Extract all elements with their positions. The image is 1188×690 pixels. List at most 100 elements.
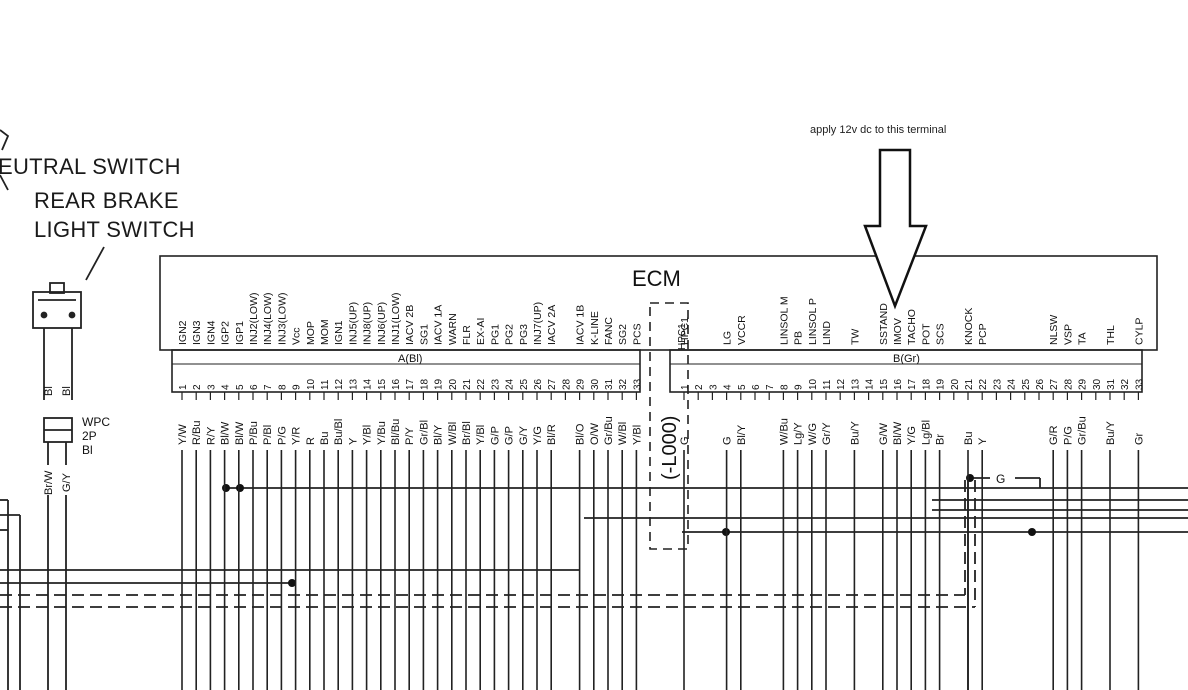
b-pin-20: 20 <box>950 378 961 390</box>
a-pin-2: 2 <box>192 384 203 390</box>
rear-brake-label-line2: LIGHT SWITCH <box>34 217 195 242</box>
b-signal-22: PCP <box>977 323 989 345</box>
a-wire-25: G/Y <box>518 425 530 445</box>
a-signal-4: IGP2 <box>220 321 232 345</box>
b-pin-12: 12 <box>836 378 847 390</box>
a-signal-30: K-LINE <box>589 311 601 345</box>
b-pin-2: 2 <box>694 384 705 390</box>
a-pin-26: 26 <box>533 378 544 390</box>
a-signal-1: IGN2 <box>177 320 189 345</box>
connector-a-pins: IGN21Y/WIGN32R/BuIGN43R/YIGP24Bl/WIGP15B… <box>177 293 643 690</box>
switch-wire-bottom-left: Br/W <box>43 470 55 495</box>
rear-brake-switch-symbol <box>32 246 105 690</box>
wpc-label-line2: 2P <box>82 429 97 443</box>
a-pin-31: 31 <box>604 378 615 390</box>
b-wire-33: Gr <box>1133 432 1145 445</box>
b-signal-11: LIND <box>821 321 833 345</box>
a-signal-7: INJ4(LOW) <box>262 293 274 346</box>
a-wire-17: P/Y <box>404 427 416 445</box>
b-wire-13: Bu/Y <box>849 420 861 445</box>
a-wire-11: Bu <box>319 432 331 445</box>
a-signal-17: IACV 2B <box>404 305 416 345</box>
b-signal-28: VSP <box>1062 324 1074 345</box>
a-pin-24: 24 <box>505 378 516 390</box>
a-pin-33: 33 <box>632 378 643 390</box>
switch-wire-top-right: Bl <box>61 386 73 396</box>
b-pin-33: 33 <box>1134 378 1145 390</box>
b-pin-23: 23 <box>992 378 1003 390</box>
connector-b-label: B(Gr) <box>893 353 920 365</box>
b-pin-11: 11 <box>822 379 833 390</box>
b-pin-4: 4 <box>723 384 734 390</box>
b-pin-24: 24 <box>1007 378 1018 390</box>
b-pin-29: 29 <box>1078 378 1089 390</box>
b-signal-1: HPC1 <box>679 317 691 345</box>
a-pin-4: 4 <box>221 384 232 390</box>
a-signal-5: IGP1 <box>234 321 246 345</box>
b-signal-17: TACHO <box>906 309 918 345</box>
a-wire-6: P/Bu <box>248 421 260 445</box>
rear-brake-label-line1: REAR BRAKE <box>34 188 179 213</box>
a-signal-3: IGN4 <box>205 320 217 345</box>
a-pin-5: 5 <box>235 384 246 390</box>
a-wire-15: Y/Bu <box>376 421 388 445</box>
a-pin-19: 19 <box>434 378 445 390</box>
b-pin-25: 25 <box>1021 378 1032 390</box>
down-arrow-icon <box>863 148 928 310</box>
b-signal-9: PB <box>793 331 805 345</box>
b-wire-29: Gr/Bu <box>1077 416 1089 445</box>
a-pin-30: 30 <box>590 378 601 390</box>
shield-runs <box>0 480 976 608</box>
a-signal-20: WARN <box>447 313 459 345</box>
b-pin-15: 15 <box>879 378 890 390</box>
annotation-text: apply 12v dc to this terminal <box>810 124 947 136</box>
a-wire-29: Bl/O <box>575 423 587 445</box>
b-pin-7: 7 <box>765 384 776 390</box>
b-wire-18: Lg/Bl <box>920 420 932 445</box>
b-wire-8: W/Bu <box>778 418 790 445</box>
a-wire-33: Y/Bl <box>631 425 643 445</box>
wpc-label-line1: WPC <box>82 415 110 429</box>
a-pin-20: 20 <box>448 378 459 390</box>
b-wire-10: W/G <box>807 423 819 445</box>
a-wire-23: G/P <box>489 426 501 445</box>
a-signal-6: INJ2(LOW) <box>248 293 260 346</box>
a-pin-32: 32 <box>618 378 629 390</box>
b-wire-31: Bu/Y <box>1105 420 1117 445</box>
l000-dashed-box <box>649 302 689 550</box>
a-wire-4: Bl/W <box>220 421 232 445</box>
b-pin-28: 28 <box>1063 378 1074 390</box>
a-signal-29: IACV 1B <box>575 305 587 345</box>
a-pin-3: 3 <box>206 384 217 390</box>
a-wire-13: Y <box>347 437 359 445</box>
b-wire-16: Bl/W <box>892 421 904 445</box>
a-signal-14: INJ8(UP) <box>362 302 374 345</box>
a-wire-26: Y/G <box>532 426 544 445</box>
a-signal-24: PG2 <box>504 324 516 345</box>
a-wire-30: O/W <box>589 422 601 445</box>
b-pin-18: 18 <box>921 378 932 390</box>
b-pin-30: 30 <box>1092 378 1103 390</box>
b-signal-4: LG <box>722 331 734 345</box>
b-wire-22: Y <box>977 437 989 445</box>
a-pin-17: 17 <box>405 378 416 390</box>
b-pin-32: 32 <box>1120 378 1131 390</box>
a-wire-19: Bl/Y <box>433 424 445 445</box>
a-signal-21: FLR <box>461 325 473 345</box>
a-signal-9: Vcc <box>291 327 303 345</box>
a-signal-31: FANC <box>603 317 615 345</box>
b-wire-11: Gr/Y <box>821 422 833 445</box>
a-wire-9: Y/R <box>291 427 303 445</box>
left-harness <box>0 129 21 690</box>
b-pin-8: 8 <box>779 384 790 390</box>
switch-wire-top-left: Bl <box>43 386 55 396</box>
a-pin-1: 1 <box>178 384 189 390</box>
b-pin-9: 9 <box>794 384 805 390</box>
a-wire-12: Bu/Bl <box>333 419 345 445</box>
a-signal-22: EX-AI <box>475 318 487 345</box>
a-wire-27: Bl/R <box>546 424 558 445</box>
switch-wire-bottom-right: G/Y <box>61 472 73 492</box>
ecm-title: ECM <box>632 266 681 291</box>
